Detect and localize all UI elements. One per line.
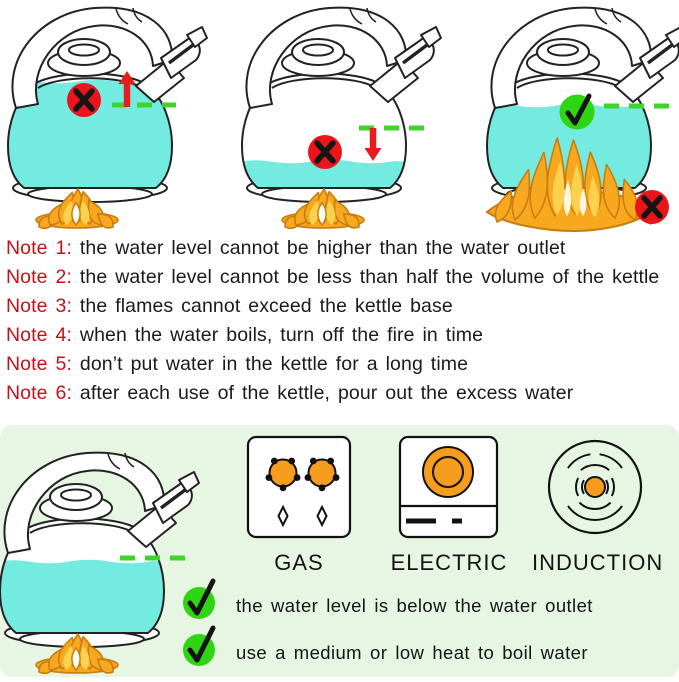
note-line: Note 5: don’t put water in the kettle fo… — [6, 350, 678, 379]
figure-water-too-low — [226, 0, 452, 230]
flame-icon — [281, 188, 365, 230]
notes-list: Note 1: the water level cannot be higher… — [6, 234, 678, 408]
check-mark-icon — [182, 576, 220, 622]
flame-icon — [35, 633, 119, 675]
figure-water-too-high — [0, 0, 226, 230]
note-line: Note 1: the water level cannot be higher… — [6, 234, 678, 263]
electric-stove-icon — [390, 435, 508, 544]
stove-electric: ELECTRIC — [390, 435, 508, 576]
stove-induction: INDUCTION — [532, 435, 662, 576]
note-line: Note 3: the flames cannot exceed the ket… — [6, 292, 678, 321]
note-text: after each use of the kettle, pour out t… — [79, 382, 574, 404]
note-label: Note 5: — [6, 353, 72, 375]
note-label: Note 6: — [6, 382, 72, 404]
note-label: Note 4: — [6, 324, 72, 346]
tip-text: the water level is below the water outle… — [236, 595, 593, 616]
check-mark-icon — [182, 623, 220, 669]
gas-stove-icon — [240, 435, 358, 544]
big-flame-icon — [485, 137, 654, 233]
x-mark-icon — [67, 83, 101, 117]
check-mark-icon — [559, 93, 595, 130]
x-mark-icon — [308, 135, 342, 169]
tip-row: use a medium or low heat to boil water — [182, 623, 588, 669]
kettle-warning-figures — [0, 0, 679, 233]
note-label: Note 1: — [6, 237, 72, 259]
stove-label-gas: GAS — [274, 550, 324, 575]
figure-correct-usage — [0, 445, 220, 677]
stove-label-electric: ELECTRIC — [390, 550, 508, 575]
usage-panel: GAS ELECTRIC INDUCTION the water level i… — [0, 425, 679, 677]
note-text: the water level cannot be higher than th… — [79, 237, 566, 259]
note-line: Note 4: when the water boils, turn off t… — [6, 321, 678, 350]
note-label: Note 3: — [6, 295, 72, 317]
stove-label-induction: INDUCTION — [532, 550, 664, 575]
note-text: don’t put water in the kettle for a long… — [79, 353, 469, 375]
note-text: the water level cannot be less than half… — [79, 266, 660, 288]
x-mark-icon — [635, 190, 669, 224]
flame-icon — [35, 188, 119, 230]
stove-gas: GAS — [240, 435, 358, 576]
figure-flame-too-big — [452, 0, 679, 233]
note-text: when the water boils, turn off the fire … — [79, 324, 484, 346]
tip-text: use a medium or low heat to boil water — [236, 642, 588, 663]
note-text: the flames cannot exceed the kettle base — [79, 295, 453, 317]
note-line: Note 2: the water level cannot be less t… — [6, 263, 678, 292]
note-line: Note 6: after each use of the kettle, po… — [6, 379, 678, 408]
tip-row: the water level is below the water outle… — [182, 576, 593, 622]
induction-stove-icon — [532, 435, 662, 544]
note-label: Note 2: — [6, 266, 72, 288]
